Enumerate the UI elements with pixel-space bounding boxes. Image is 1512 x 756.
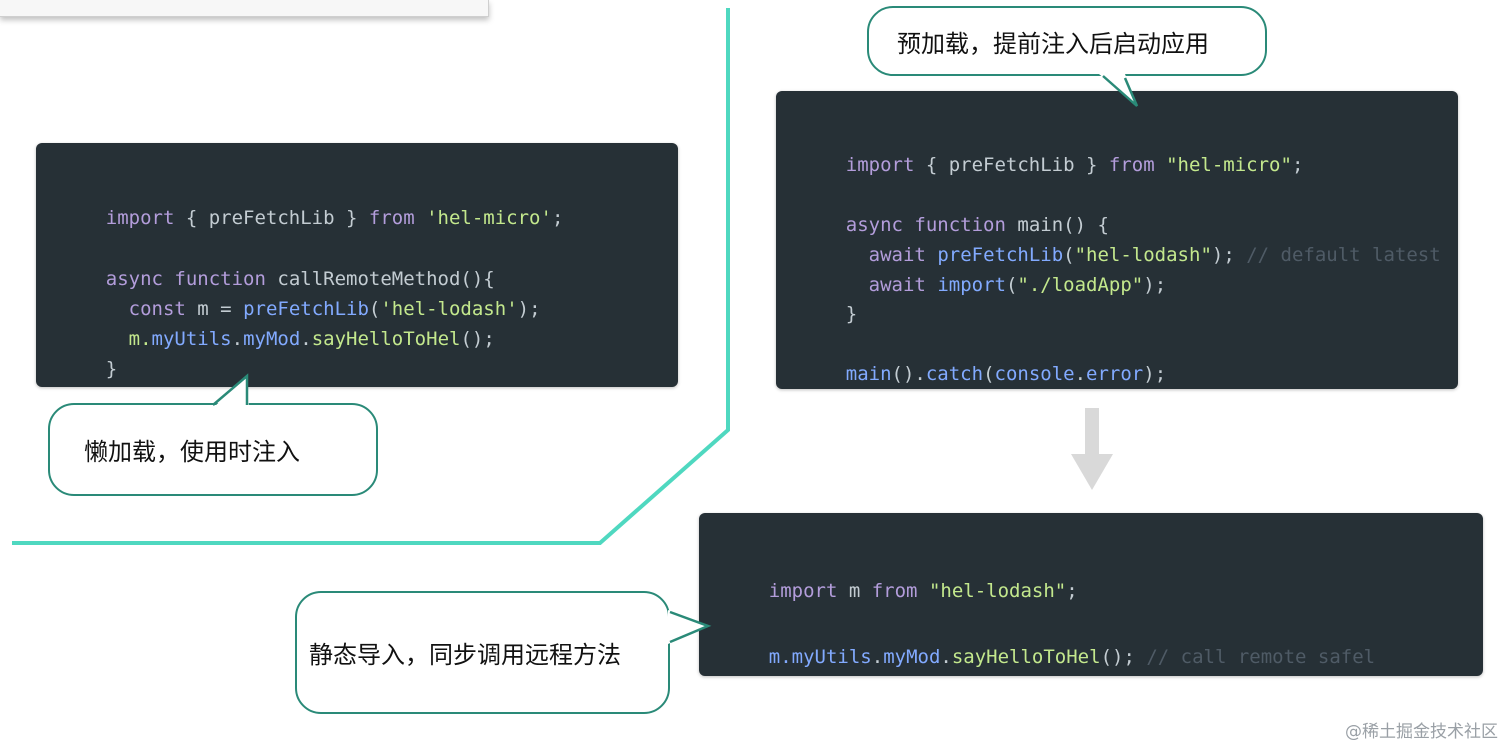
code-line: } xyxy=(60,324,117,380)
keyword: import xyxy=(105,207,175,229)
code-text: m. xyxy=(128,328,152,350)
code-text: . xyxy=(940,646,952,668)
static-import-bubble: 静态导入，同步调用远程方法 xyxy=(295,591,670,714)
code-text xyxy=(926,274,937,296)
preload-bubble: 预加载，提前注入后启动应用 xyxy=(867,6,1267,76)
code-text: ( xyxy=(1005,274,1018,296)
code-line: await preFetchLib("hel-lodash"); // defa… xyxy=(800,210,1441,266)
keyword: async xyxy=(105,268,163,290)
function-name: import xyxy=(937,274,1006,296)
watermark: @稀土掘金技术社区 xyxy=(1345,722,1498,742)
keyword: from xyxy=(871,580,918,602)
code-text: ); xyxy=(1143,274,1167,296)
code-text xyxy=(1155,154,1166,176)
function-name: sayHelloToHel xyxy=(311,328,461,350)
code-text: m = xyxy=(185,298,244,320)
keyword: function xyxy=(914,214,1006,236)
static-import-code-block: import m from "hel-lodash"; m.myUtils.my… xyxy=(699,513,1483,676)
preload-bubble-tail xyxy=(1099,74,1139,107)
code-text: . xyxy=(300,328,312,350)
property-name: myMod xyxy=(883,646,941,668)
code-text: callRemoteMethod(){ xyxy=(265,268,495,290)
preload-label: 预加载，提前注入后启动应用 xyxy=(897,29,1209,58)
code-line: import { preFetchLib } from "hel-micro"; xyxy=(800,120,1304,176)
code-text: . xyxy=(871,646,884,668)
property-name: myUtils xyxy=(791,646,872,668)
code-comment: // call remote safel xyxy=(1146,646,1376,668)
object-name: console xyxy=(994,363,1075,385)
code-text: } xyxy=(845,303,858,325)
code-text: ( xyxy=(1063,244,1075,266)
accent-divider-line xyxy=(12,8,730,545)
static-import-label: 静态导入，同步调用远程方法 xyxy=(309,641,621,669)
code-text: ; xyxy=(1291,154,1304,176)
code-text: { preFetchLib } xyxy=(174,207,369,229)
keyword: function xyxy=(174,268,266,290)
keyword: async xyxy=(845,214,903,236)
code-text: { preFetchLib } xyxy=(914,154,1109,176)
lazy-load-label: 懒加载，使用时注入 xyxy=(84,438,300,466)
keyword: import xyxy=(845,154,915,176)
function-name: catch xyxy=(925,363,984,385)
code-line: import m from "hel-lodash"; xyxy=(723,546,1078,602)
code-text: ; xyxy=(1066,580,1078,602)
code-text: . xyxy=(1074,363,1087,385)
property-name: myUtils xyxy=(151,328,232,350)
code-text: (). xyxy=(891,363,926,385)
keyword: const xyxy=(128,298,186,320)
code-text: } xyxy=(105,358,118,380)
code-text: (); xyxy=(460,328,495,350)
code-text xyxy=(918,580,929,602)
code-text: main() { xyxy=(1005,214,1109,236)
keyword: from xyxy=(1108,154,1155,176)
keyword: import xyxy=(768,580,838,602)
code-line: const m = preFetchLib('hel-lodash'); xyxy=(60,264,541,320)
string-literal: "hel-micro" xyxy=(1166,154,1292,176)
static-bubble-tail xyxy=(668,610,712,644)
function-name: preFetchLib xyxy=(243,298,369,320)
function-name: main xyxy=(845,363,892,385)
code-line: async function callRemoteMethod(){ xyxy=(60,234,495,290)
code-text: ); xyxy=(1211,244,1247,266)
code-line: await import("./loadApp"); xyxy=(800,240,1166,296)
string-literal: "hel-lodash" xyxy=(928,580,1067,602)
string-literal: 'hel-micro' xyxy=(426,207,552,229)
code-text: . xyxy=(231,328,244,350)
code-text: m. xyxy=(768,646,792,668)
string-literal: "./loadApp" xyxy=(1017,274,1144,296)
code-text: m xyxy=(837,580,872,602)
code-comment: // default latest xyxy=(1246,244,1441,266)
code-text: ( xyxy=(368,298,381,320)
keyword: await xyxy=(868,274,926,296)
code-text: (); xyxy=(1100,646,1147,668)
code-line: m.myUtils.myMod.sayHelloToHel(); xyxy=(60,294,495,350)
paper-fragment xyxy=(0,0,489,17)
code-text xyxy=(415,207,426,229)
code-line: main().catch(console.error); xyxy=(800,329,1166,385)
code-line: import { preFetchLib } from 'hel-micro'; xyxy=(60,173,564,229)
lazy-load-bubble: 懒加载，使用时注入 xyxy=(48,403,378,496)
code-text: ; xyxy=(551,207,564,229)
keyword: await xyxy=(868,244,926,266)
code-line: m.myUtils.myMod.sayHelloToHel(); // call… xyxy=(723,612,1375,668)
string-literal: "hel-lodash" xyxy=(1074,244,1212,266)
code-line: } xyxy=(800,269,857,325)
property-name: myMod xyxy=(243,328,301,350)
code-text: ); xyxy=(1143,363,1167,385)
code-text: ); xyxy=(517,298,541,320)
code-line: async function main() { xyxy=(800,180,1109,236)
lazy-bubble-tail xyxy=(212,373,249,408)
code-text: ( xyxy=(983,363,995,385)
down-arrow-icon xyxy=(1071,408,1113,490)
keyword: from xyxy=(368,207,415,229)
string-literal: 'hel-lodash' xyxy=(380,298,518,320)
function-name: preFetchLib xyxy=(937,244,1064,266)
lazy-load-code-block: import { preFetchLib } from 'hel-micro';… xyxy=(36,143,678,387)
preload-code-block: import { preFetchLib } from "hel-micro";… xyxy=(776,91,1458,389)
property-name: error xyxy=(1086,363,1144,385)
function-name: sayHelloToHel xyxy=(951,646,1101,668)
